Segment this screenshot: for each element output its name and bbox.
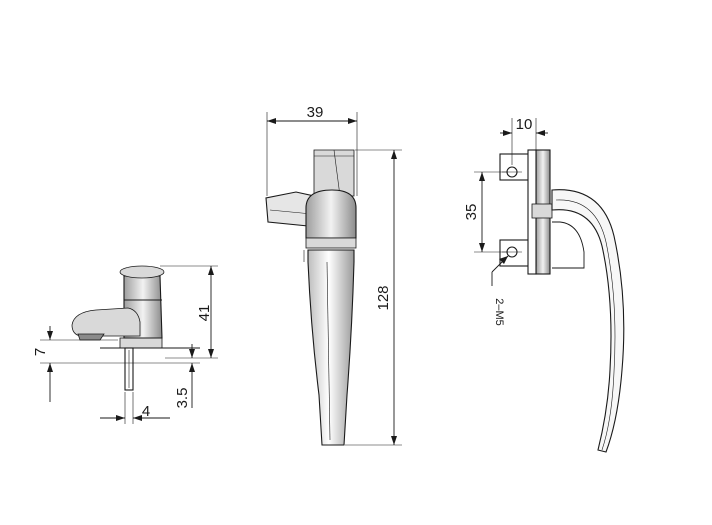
side-base-plate bbox=[119, 337, 163, 349]
dim-39-label: 39 bbox=[307, 104, 324, 121]
front-top-block bbox=[313, 149, 355, 197]
rear-view: 10 35 2–M5 bbox=[463, 116, 625, 453]
dim-10-label: 10 bbox=[516, 116, 533, 133]
side-lever bbox=[71, 307, 141, 337]
dim-35-label: 35 bbox=[463, 204, 480, 221]
dim-128-label: 128 bbox=[375, 285, 392, 310]
dim-4-label: 4 bbox=[142, 403, 150, 420]
dim-2-m5-label: 2–M5 bbox=[493, 298, 505, 326]
front-collar bbox=[305, 189, 357, 239]
rear-handle bbox=[551, 189, 625, 453]
side-view: 41 7 3.5 4 bbox=[32, 265, 218, 424]
dim-41-label: 41 bbox=[196, 305, 213, 322]
front-view: 39 128 bbox=[265, 104, 402, 446]
dim-3-5-label: 3.5 bbox=[174, 388, 191, 409]
dim-7-label: 7 bbox=[32, 348, 49, 356]
front-handle bbox=[307, 249, 355, 446]
